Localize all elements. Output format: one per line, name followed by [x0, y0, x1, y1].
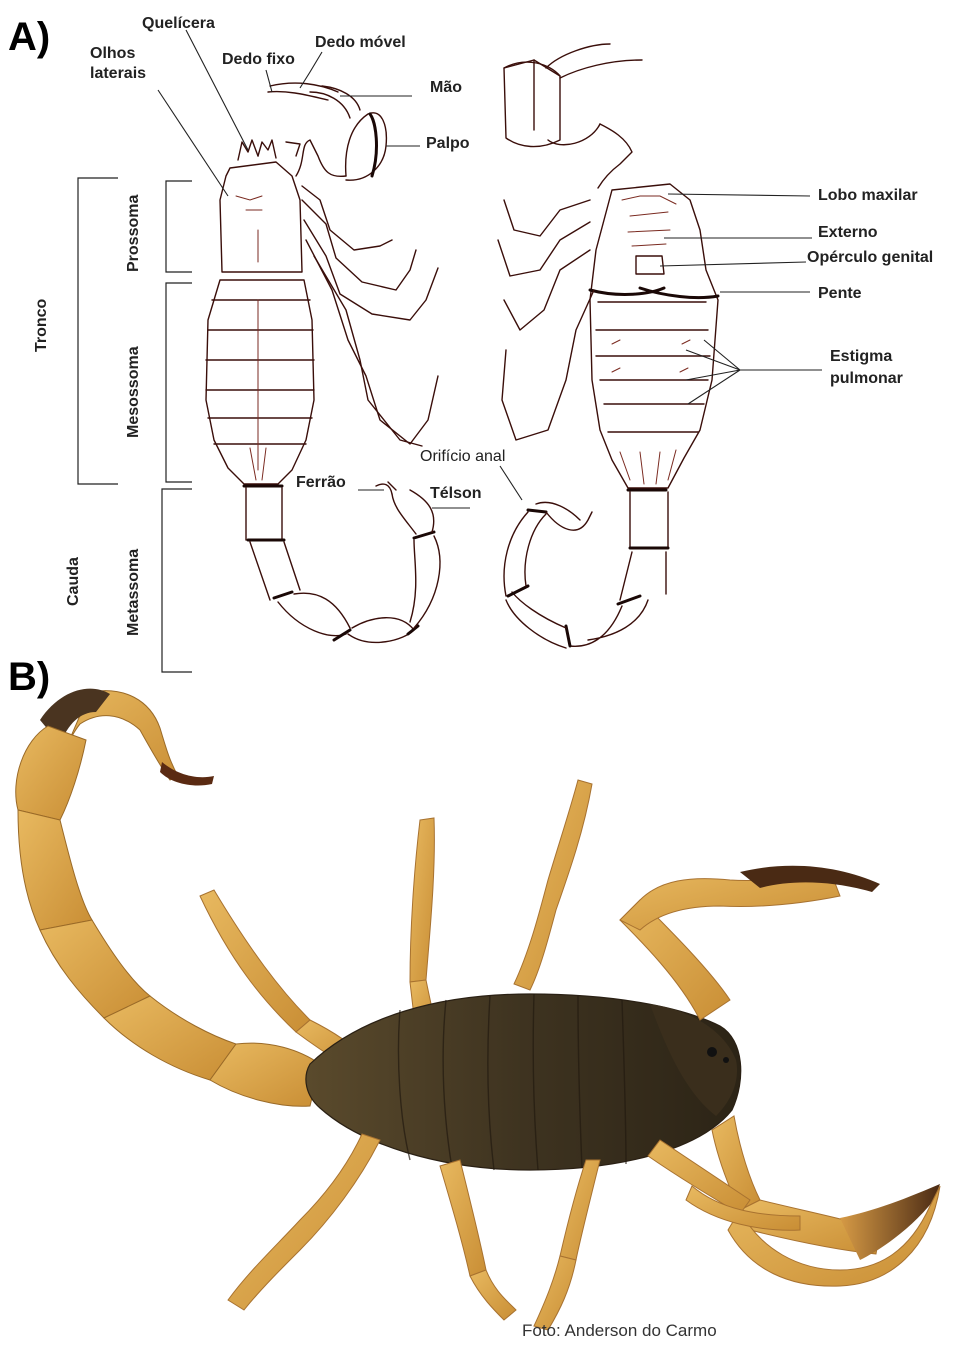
dorsal-view-drawing: [206, 83, 440, 642]
region-cauda: Cauda: [65, 557, 82, 606]
label-ferrao: Ferrão: [296, 474, 346, 491]
ventral-view-drawing: [498, 44, 718, 648]
label-lobo-maxilar: Lobo maxilar: [818, 187, 918, 204]
label-quelicera: Quelícera: [142, 15, 215, 32]
panel-b-letter: B): [8, 655, 50, 699]
panel-a-letter: A): [8, 15, 50, 59]
label-dedo-fixo: Dedo fixo: [222, 51, 295, 68]
label-olhos-laterais-line2: laterais: [90, 65, 146, 82]
region-mesossoma: Mesossoma: [125, 346, 142, 438]
label-orificio-anal: Orifício anal: [420, 448, 505, 465]
label-olhos-laterais-line1: Olhos: [90, 45, 135, 62]
scorpion-photo: [16, 689, 940, 1330]
label-mao: Mão: [430, 79, 462, 96]
label-operculo-genital: Opérculo genital: [807, 249, 933, 266]
photo-credit: Foto: Anderson do Carmo: [522, 1321, 717, 1340]
label-telson: Télson: [430, 485, 482, 502]
label-dedo-movel: Dedo móvel: [315, 34, 406, 51]
region-metassoma: Metassoma: [125, 549, 142, 636]
label-pente: Pente: [818, 285, 862, 302]
region-prossoma: Prossoma: [125, 195, 142, 272]
label-externo: Externo: [818, 224, 878, 241]
label-estigma-line1: Estigma: [830, 348, 892, 365]
region-tronco: Tronco: [33, 298, 50, 352]
label-palpo: Palpo: [426, 135, 470, 152]
label-estigma-line2: pulmonar: [830, 370, 903, 387]
